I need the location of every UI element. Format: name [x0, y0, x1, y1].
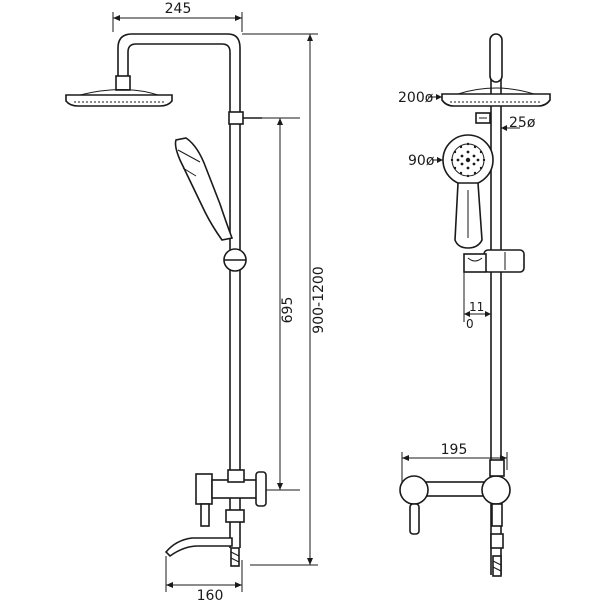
dim-mixer-width-label: 195	[441, 442, 468, 458]
dim-bar-height-label: 695	[280, 297, 296, 324]
shower-head-dome	[79, 89, 159, 96]
side-view: 245 695	[65, 1, 327, 600]
mixer-cartridge-right	[481, 475, 511, 505]
hand-shower-side	[174, 137, 234, 241]
front-arm-top	[489, 33, 503, 83]
dim-bar-height: 695	[262, 117, 300, 491]
riser-joint-front	[489, 459, 505, 477]
dim-bar-diameter: 25ø	[490, 115, 536, 138]
dim-clip: 11 0	[463, 272, 492, 331]
dim-clip-offset-label: 0	[466, 317, 474, 331]
lower-joint	[225, 509, 245, 523]
dim-spout-width: 160	[165, 556, 243, 600]
diverter-front	[491, 503, 503, 527]
mixer-cartridge-left	[399, 475, 429, 505]
shower-arm	[117, 33, 241, 470]
arm-bracket	[228, 111, 244, 125]
hose-outlet-thread	[230, 551, 240, 563]
shower-head-front	[441, 93, 551, 107]
riser-joint	[227, 469, 245, 483]
lever-side	[200, 503, 210, 527]
dim-top-width-label: 245	[165, 1, 192, 17]
hand-shower-mark	[182, 167, 197, 177]
holder-clip-mouth	[467, 257, 483, 262]
lever-front	[409, 503, 420, 535]
shower-head-side	[65, 94, 173, 107]
dim-total-height-label: 900-1200	[311, 266, 327, 333]
dim-spout-width-label: 160	[197, 588, 224, 600]
lower-joint-front	[490, 533, 504, 549]
dim-total-height: 900-1200	[242, 33, 327, 566]
shower-head-front-dome	[457, 87, 535, 95]
hose-outlet-front-thread	[492, 560, 502, 572]
hose-outlet-front	[492, 555, 502, 577]
wall-flange	[255, 471, 267, 507]
dim-hand-diameter: 90ø	[408, 153, 443, 169]
dim-hand-diameter-label: 90ø	[408, 153, 435, 169]
dim-bar-diameter-label: 25ø	[509, 115, 536, 131]
slider-front	[483, 249, 525, 273]
mixer-bar-front	[419, 481, 491, 497]
hand-shower-face	[177, 149, 201, 163]
dim-head-diameter-label: 200ø	[398, 90, 434, 106]
head-connector	[115, 75, 131, 91]
holder-clip-front	[463, 253, 487, 273]
dim-head-diameter: 200ø	[398, 90, 442, 106]
hand-shower-nozzles	[450, 142, 486, 178]
front-view: 200ø 25ø	[398, 33, 551, 577]
dim-top-width: 245	[112, 1, 243, 32]
bath-spout	[164, 537, 233, 558]
hose-outlet	[230, 547, 240, 567]
dim-clip-width-label: 11	[469, 300, 484, 314]
mixer-handle-base	[195, 473, 213, 505]
